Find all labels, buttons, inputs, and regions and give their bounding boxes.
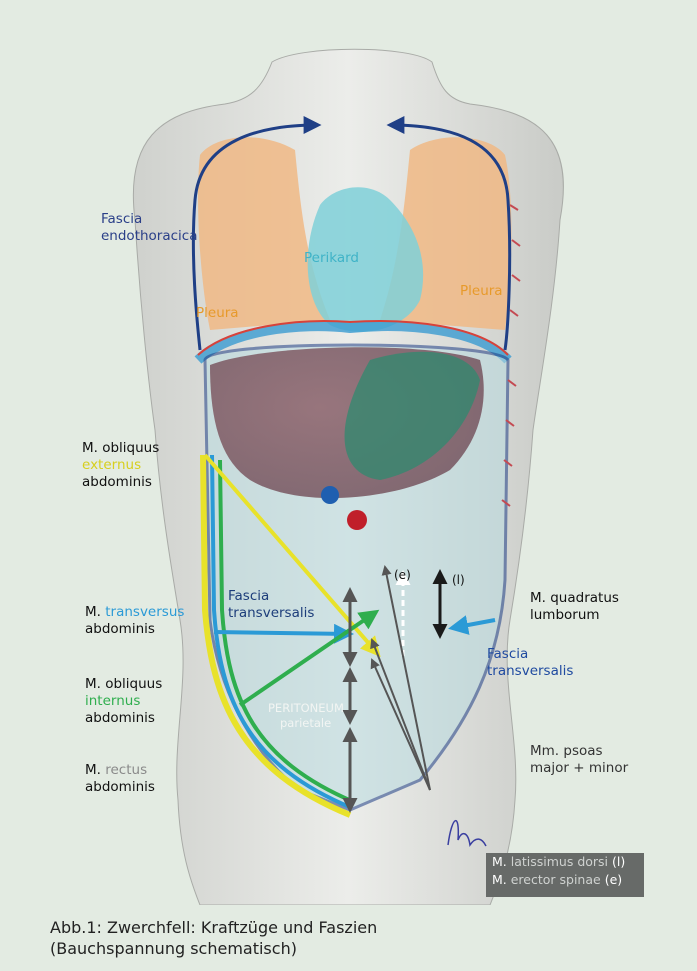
legend-box: M. latissimus dorsi (l) M. erector spina…	[486, 853, 644, 897]
externus-line	[200, 454, 352, 818]
fascia-endothoracica-right	[386, 116, 512, 351]
stomach	[344, 351, 480, 480]
legend-latissimus: M. latissimus dorsi (l)	[492, 854, 626, 869]
aorta-marker	[321, 486, 339, 504]
perikard-shape	[307, 187, 424, 332]
label-perikard: Perikard	[304, 250, 360, 266]
diaphragm-band	[194, 321, 512, 364]
legend-erector: M. erector spinae (e)	[492, 872, 623, 887]
transversus-vector	[213, 623, 354, 644]
marker-l: (l)	[452, 573, 465, 587]
artist-signature	[447, 819, 487, 848]
quadratus-vector	[448, 615, 496, 635]
label-m-obliquus-externus: M. obliquus externus abdominis	[82, 440, 160, 490]
marker-e: (e)	[394, 568, 411, 582]
ribs-right	[501, 204, 521, 507]
pleura-left	[198, 137, 330, 330]
label-m-obliquus-internus: M. obliquus internus abdominis	[85, 676, 163, 726]
vena-cava-marker	[347, 510, 367, 530]
label-pleura-left: Pleura	[196, 305, 239, 321]
label-pleura-right: Pleura	[460, 283, 503, 299]
label-m-rectus: M. rectus abdominis	[85, 762, 155, 795]
label-m-transversus: M. transversus abdominis	[85, 604, 185, 637]
figure-caption: Abb.1: Zwerchfell: Kraftzüge und Faszien…	[50, 918, 378, 958]
psoas-lines	[370, 565, 431, 791]
fascia-endothoracica-left	[191, 116, 322, 351]
torso-illustration	[132, 48, 564, 905]
